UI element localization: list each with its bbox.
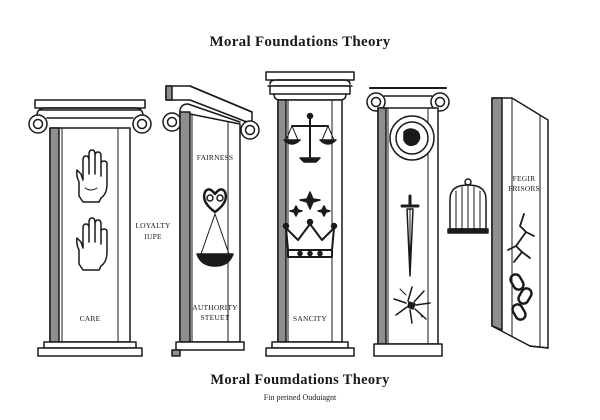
pillar-fairness: FAIRNESS AUTHORITY STEUET xyxy=(162,85,260,357)
seal-icon xyxy=(389,115,435,161)
sword-icon xyxy=(400,194,420,277)
side-label-loyalty-line2: IUPE xyxy=(144,232,162,241)
footer-title: Moral Foumdations Theory xyxy=(210,372,390,388)
crown-icon xyxy=(282,218,338,258)
raised-hand-icon xyxy=(76,217,108,271)
pillar-label-authority-line2: STEUET xyxy=(200,313,229,322)
crack-icon xyxy=(507,213,535,263)
pillar-fourth xyxy=(366,87,450,357)
pillar-label-fairness: FAIRNESS xyxy=(197,153,233,162)
footer-subtitle: Fin perined Ouduiagnt xyxy=(263,393,337,402)
birdcage-icon xyxy=(447,178,489,234)
pillar-care: CARE xyxy=(28,99,152,357)
pillar-label-care: CARE xyxy=(80,314,101,323)
pillar-sanctity: SANCITY xyxy=(265,71,355,357)
pretzel-icon xyxy=(202,188,228,214)
balance-scale-icon xyxy=(283,112,337,163)
raised-hand-icon xyxy=(76,149,108,203)
balance-scale-icon xyxy=(196,213,234,267)
pillar-liberty: FEGIR FRISORS xyxy=(491,97,549,349)
pillar-label-authority-line1: AUTHORITY xyxy=(192,303,238,312)
pillar-label-liberty-line1: FEGIR xyxy=(513,174,536,183)
broken-chain-icon xyxy=(509,273,533,321)
diagram-title: Moral Foundations Theory xyxy=(209,34,391,50)
pillar-label-sanctity: SANCITY xyxy=(293,314,327,323)
pillar-label-liberty-line2: FRISORS xyxy=(508,184,540,193)
burst-icon xyxy=(393,286,431,324)
side-label-loyalty-line1: LOYALTY xyxy=(135,221,171,230)
sparkle-icon xyxy=(289,191,331,217)
